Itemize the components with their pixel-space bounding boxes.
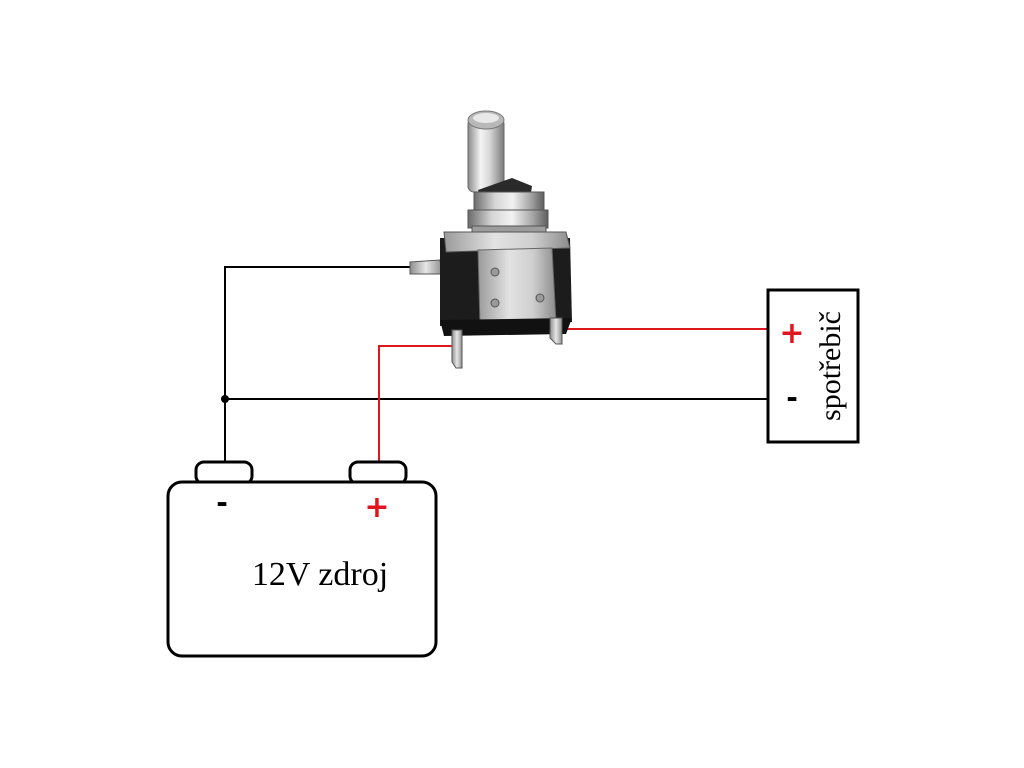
battery-body	[166, 480, 438, 658]
load-plus-sign: +	[779, 316, 804, 351]
battery-label: 12V zdroj	[252, 556, 388, 593]
wire-junction-dot	[221, 395, 229, 403]
negative-wires	[221, 266, 768, 462]
battery-icon	[166, 460, 438, 658]
load-box-icon	[766, 288, 860, 444]
battery-plus-sign: +	[364, 490, 389, 525]
positive-wires	[378, 328, 768, 462]
positive-wire-to-switch	[378, 345, 455, 462]
toggle-switch-icon	[409, 110, 572, 369]
load-minus-sign: -	[786, 381, 798, 414]
ground-wire-to-switch	[224, 266, 428, 462]
load-label: spotřebič	[814, 311, 847, 421]
load-box	[766, 288, 860, 444]
battery-minus-sign: -	[216, 486, 228, 519]
